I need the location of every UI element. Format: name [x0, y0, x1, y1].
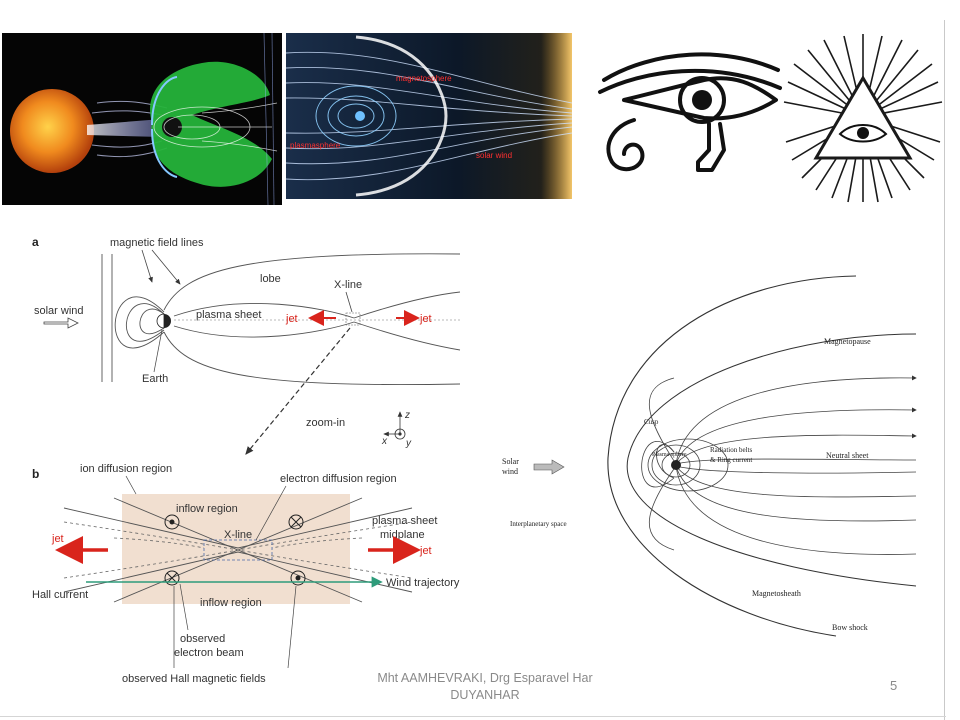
panel-a-label: a	[32, 235, 39, 249]
lobe-label: lobe	[260, 273, 281, 285]
solar-wind-arrow-schematic-icon	[533, 459, 565, 475]
bow-shock-arc	[355, 35, 448, 197]
magnetosphere-label: magnetosphere	[396, 74, 452, 83]
magnetosphere-schematic: Magnetopause Cusp Plasma sphere Radiatio…	[496, 268, 940, 640]
magnetopause-curve	[626, 333, 917, 587]
page-number: 5	[890, 678, 898, 693]
slide-footer: Mht AAMHEVRAKI, Drg Esparavel Har DUYANH…	[340, 670, 630, 704]
bow-shock-curve	[607, 275, 857, 637]
x-line-label-a: X-line	[334, 279, 362, 291]
svg-text:y: y	[405, 438, 412, 449]
footer-line-1: Mht AAMHEVRAKI, Drg Esparavel Har	[377, 671, 593, 685]
earth-icon-schematic	[671, 460, 681, 470]
bow-shock-label: Bow shock	[832, 623, 868, 632]
jet-right-label-b: jet	[419, 545, 432, 557]
neutral-sheet-label: Neutral sheet	[826, 451, 869, 460]
magnetopause-label: Magnetopause	[824, 337, 871, 346]
observed-label: observed	[180, 633, 225, 645]
ion-diffusion-region-label: ion diffusion region	[80, 463, 172, 475]
electron-diffusion-region-label: electron diffusion region	[280, 473, 397, 485]
solar-wind-label-schematic-1: Solar	[502, 457, 519, 466]
plasma-sphere-label: Plasma sphere	[652, 452, 687, 458]
inflow-region-top-label: inflow region	[176, 503, 238, 515]
x-line-label-b: X-line	[224, 529, 252, 541]
solar-wind-label-a: solar wind	[34, 305, 84, 317]
magnetosheath-label: Magnetosheath	[752, 589, 801, 598]
bottom-border-line	[0, 716, 946, 717]
hall-current-label: Hall current	[32, 589, 88, 601]
midplane-label: midplane	[380, 529, 425, 541]
reconnection-diagram: a magnetic field lines solar wind lobe X…	[24, 222, 490, 692]
interplanetary-space-label: Interplanetary space	[510, 520, 567, 528]
cusp-label: Cusp	[644, 418, 659, 426]
observed-hall-fields-label: observed Hall magnetic fields	[122, 673, 266, 685]
jet-left-label-b: jet	[51, 533, 64, 545]
wind-trajectory-label: Wind trajectory	[386, 577, 460, 589]
axes-icon: z x y	[381, 410, 412, 449]
field-into-page-icon	[164, 514, 180, 530]
eye-of-horus-image	[594, 40, 784, 190]
field-out-of-page-icon	[288, 514, 304, 530]
plasma-sheet-label-b: plasma sheet	[372, 515, 437, 527]
footer-line-2: DUYANHAR	[450, 688, 520, 702]
electron-beam-label: electron beam	[174, 647, 244, 659]
magnetic-field-lines-label: magnetic field lines	[110, 237, 204, 249]
jet-left-label-a: jet	[285, 313, 298, 325]
plasma-sheet-label-a: plasma sheet	[196, 309, 261, 321]
panel-b-label: b	[32, 467, 39, 481]
plasmasphere-label: plasmasphere	[290, 141, 341, 150]
earth-label: Earth	[142, 373, 168, 385]
sun-icon	[10, 89, 94, 173]
svg-text:z: z	[404, 410, 410, 421]
magnetosphere-green-shape	[150, 61, 272, 187]
sun-magnetosphere-photo	[2, 33, 282, 205]
jet-right-label-a: jet	[419, 313, 432, 325]
solar-wind-label: solar wind	[476, 151, 512, 160]
right-border-line	[944, 20, 945, 720]
svg-text:x: x	[381, 436, 388, 447]
radiation-belts-label: Radiation belts	[710, 446, 752, 454]
solar-wind-arrow-icon	[43, 317, 79, 329]
magnetosphere-photo: magnetosphere plasmasphere solar wind	[286, 33, 572, 199]
all-seeing-eye-image	[782, 30, 944, 204]
inflow-region-bottom-label: inflow region	[200, 597, 262, 609]
zoom-in-label: zoom-in	[306, 417, 345, 429]
solar-wind-label-schematic-2: wind	[502, 467, 518, 476]
ring-current-label: & Ring current	[710, 456, 752, 464]
